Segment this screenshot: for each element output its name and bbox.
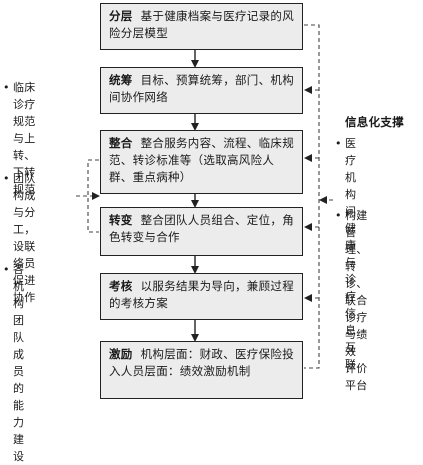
right-note-1-text: 医疗机构间 健康与诊疗 信息互联 xyxy=(345,137,357,371)
box-assess-body: 以服务结果为导向，兼顾过程的考核方案 xyxy=(109,279,295,310)
box-stratify-body: 基于健康档案与医疗记录的风险分层模型 xyxy=(109,9,295,40)
box-integrate: 整合整合服务内容、流程、临床规范、转诊标准等（选取高风险人群、重点病种） xyxy=(100,130,303,194)
box-coordinate-body: 目标、预算统筹，部门、机构间协作网络 xyxy=(109,73,295,104)
box-incentive: 激励机构层面：财政、医疗保险投入人员层面：绩效激励机制 xyxy=(100,341,303,399)
box-integrate-head: 整合 xyxy=(109,136,133,150)
box-stratify: 分层基于健康档案与医疗记录的风险分层模型 xyxy=(100,3,303,50)
left-note-1-text: 临床诊疗 规范与上 转、下转 规范 xyxy=(13,81,36,196)
box-assess-head: 考核 xyxy=(109,279,133,293)
box-transform: 转变整合团队人员组合、定位，角色转变与合作 xyxy=(100,207,303,256)
box-incentive-body: 机构层面：财政、医疗保险投入人员层面：绩效激励机制 xyxy=(109,347,295,378)
right-panel-title: 信息化支撑 xyxy=(345,115,404,129)
box-transform-body: 整合团队人员组合、定位，角色转变与合作 xyxy=(109,213,295,244)
connector-lines xyxy=(76,24,333,369)
box-assess: 考核以服务结果为导向，兼顾过程的考核方案 xyxy=(100,273,303,320)
box-transform-head: 转变 xyxy=(109,213,133,227)
bullet: • xyxy=(335,137,342,150)
left-notes: • 临床诊疗 规范与上 转、下转 规范 • 团队构成 与分工， 设联络员 促进协… xyxy=(3,0,83,463)
box-stratify-head: 分层 xyxy=(109,9,133,23)
box-coordinate-head: 统筹 xyxy=(109,73,133,87)
bullet: • xyxy=(335,209,342,222)
box-coordinate: 统筹目标、预算统筹，部门、机构间协作网络 xyxy=(100,67,303,114)
right-dashed-bracket xyxy=(304,24,320,369)
left-note-2-text: 团队构成 与分工， 设联络员 促进协作 xyxy=(13,172,36,304)
box-integrate-body: 整合服务内容、流程、临床规范、转诊标准等（选取高风险人群、重点病种） xyxy=(109,136,295,184)
right-notes: • 医疗机构间 健康与诊疗 信息互联 • 构建管理、 转诊、联合 诊疗与绩效 评… xyxy=(335,0,423,405)
left-note-3-text: 各机构团 队成员的 能力建设 xyxy=(13,263,25,463)
bullet: • xyxy=(3,81,10,94)
bullet: • xyxy=(3,263,10,276)
box-incentive-head: 激励 xyxy=(109,347,133,361)
bullet: • xyxy=(3,172,10,185)
right-note-2-text: 构建管理、 转诊、联合 诊疗与绩效 评价平台 xyxy=(345,209,368,392)
